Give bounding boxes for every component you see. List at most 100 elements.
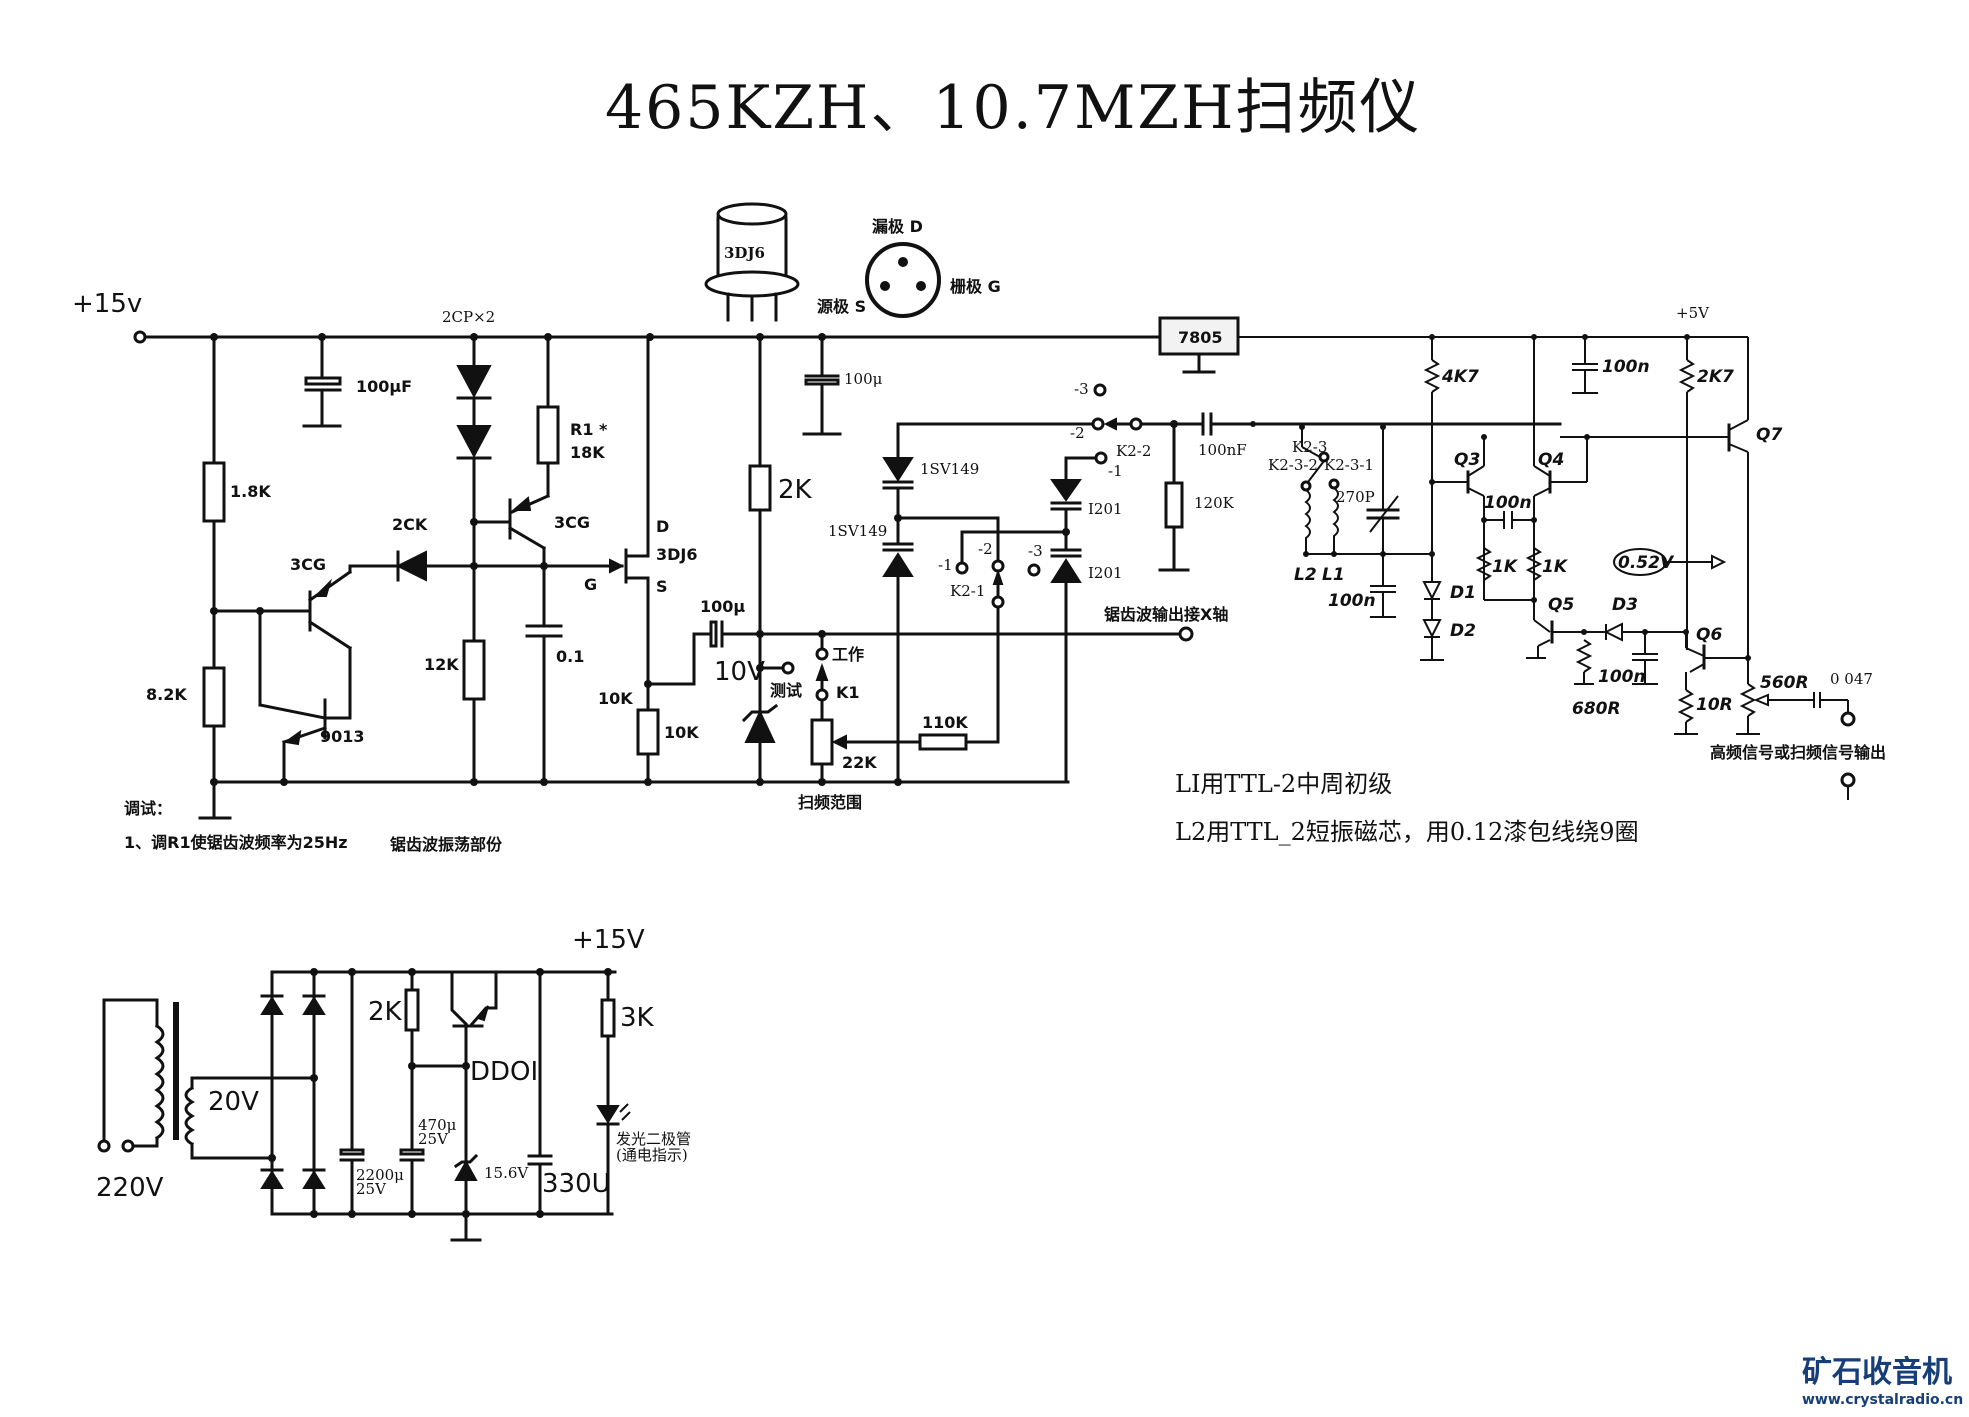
k2-1-p3-label: -3 (1028, 542, 1043, 560)
supply-label: +15v (72, 289, 142, 319)
supply-5v-label: +5V (1676, 304, 1710, 322)
q-3cg-a-label: 3CG (290, 555, 326, 574)
fet-part-label: 3DJ6 (656, 545, 698, 564)
fet-source-label: S (656, 577, 668, 596)
r-10k-label: 10K (664, 723, 699, 742)
cap-01-label: 0.1 (556, 647, 584, 666)
led-label: 发光二极管 (616, 1130, 691, 1148)
page-title: 465KZH、10.7MZH扫频仪 (605, 73, 1421, 143)
r-680-label: 680R (1572, 699, 1621, 719)
q4-label: Q4 (1538, 450, 1564, 470)
k2-3-pos2[interactable] (1300, 480, 1312, 492)
r-2k7-label: 2K7 (1697, 367, 1734, 387)
resistor-120k (1164, 481, 1184, 529)
l1-label: L1 (1322, 565, 1345, 585)
cap-330-label: 330U (542, 1169, 611, 1199)
fet-drain-label: D (656, 517, 669, 536)
test-label: 测试 (770, 681, 802, 700)
r-1k-b-label: 1K (1542, 557, 1569, 577)
resistor-r1 (536, 405, 560, 465)
led-note: (通电指示) (616, 1146, 688, 1164)
cap-100uf-label: 100μF (356, 377, 412, 396)
cap-470-label: 470μ (418, 1116, 457, 1134)
watermark-logo: 矿石收音机 www.crystalradio.cn (1802, 1355, 1963, 1408)
ps-transistor-label: DDOI (470, 1057, 538, 1087)
cap-100u-label: 100μ (700, 597, 745, 616)
r-1k8-label: 1.8K (230, 482, 271, 501)
k2-1-pos1[interactable] (955, 561, 969, 575)
resistor-ps-2k (404, 988, 420, 1032)
k2-2-pos2[interactable] (1091, 417, 1105, 431)
section-label: 锯齿波振荡部份 (390, 835, 503, 854)
r-120k-label: 120K (1194, 494, 1235, 512)
cap-0047-label: 0 047 (1830, 670, 1873, 688)
k1-work-terminal[interactable] (815, 647, 829, 661)
package-part-label: 3DJ6 (724, 244, 765, 262)
zener-15v6-label: 15.6V (484, 1164, 529, 1182)
k2-2-p2-label: -2 (1070, 424, 1085, 442)
k2-1-label: K2-1 (950, 582, 985, 600)
k2-3-pos1[interactable] (1328, 478, 1340, 490)
coil-l1 (1332, 487, 1339, 554)
r-1k-a-label: 1K (1492, 557, 1519, 577)
regulator-label: 7805 (1178, 328, 1223, 347)
resistor-1k8 (202, 461, 226, 523)
resistor-10k (636, 708, 660, 756)
mains-label: 220V (96, 1173, 164, 1203)
l2-label: L2 (1294, 565, 1317, 585)
k2-1-pos3[interactable] (1027, 563, 1041, 577)
cap-100n-lc-label: 100n (1328, 591, 1376, 611)
varactor-c-label: I201 (1088, 500, 1123, 518)
d1-label: D1 (1450, 583, 1476, 603)
d3-label: D3 (1612, 595, 1638, 615)
k2-2-pos1[interactable] (1094, 451, 1108, 465)
cap-100n-top-label: 100n (1602, 357, 1650, 377)
r-8k2-label: 8.2K (146, 685, 187, 704)
sawtooth-oscillator: +15v 2CP×2 100μF 1.8K 8.2K (72, 289, 1182, 854)
coil-note-1: LI用TTL-2中周初级 (1175, 770, 1392, 798)
cap-2200-voltage: 25V (356, 1180, 387, 1198)
pin-drain-label: 漏极 D (872, 217, 923, 236)
rf-ground-terminal[interactable] (1840, 772, 1856, 788)
fet-gate-label: G (584, 575, 597, 594)
pot-22k-label: 22K (842, 753, 877, 772)
r-110k-label: 110K (922, 713, 968, 732)
mains-terminal-a (97, 1139, 111, 1153)
rf-oscillator: 7805 +5V 4K7 100n 2K7 Q7 (1158, 304, 1886, 800)
x-axis-output-terminal[interactable] (1178, 626, 1194, 642)
q-3cg-b-label: 3CG (554, 513, 590, 532)
k2-3-2-label: K2-3-2 (1268, 456, 1318, 474)
r-10k-side-label: 10K (598, 689, 633, 708)
q5-label: Q5 (1548, 595, 1574, 615)
cap-100n-d3-label: 100n (1598, 667, 1646, 687)
k2-1-p1-label: -1 (938, 556, 953, 574)
transformer-secondary (184, 1085, 195, 1147)
k2-2-pos3[interactable] (1093, 383, 1107, 397)
secondary-label: 20V (208, 1087, 259, 1117)
resistor-ps-3k (600, 998, 616, 1038)
rf-output-terminal[interactable] (1840, 711, 1856, 727)
resistor-110k (918, 733, 968, 751)
rf-output-label: 高频信号或扫频信号输出 (1710, 743, 1886, 762)
varactor-d-label: I201 (1088, 564, 1123, 582)
ps-r-2k-label: 2K (368, 997, 403, 1027)
pin-source-label: 源极 S (817, 297, 866, 316)
varactor-a-label: 1SV149 (920, 460, 979, 478)
k2-1-common[interactable] (991, 595, 1005, 609)
fet-package-illustration: 3DJ6 漏极 D 栅极 G 源极 S (704, 202, 1001, 322)
debug-heading: 调试： (124, 799, 172, 818)
cap-270p-label: 270P (1336, 488, 1375, 506)
varactor-section: 100μ 1SV149 1SV149 -1 -2 -3 K2-1 (802, 335, 1562, 786)
q3-label: Q3 (1454, 450, 1480, 470)
resistor-2k (748, 464, 772, 512)
cap-100n-mid-label: 100n (1484, 493, 1532, 513)
watermark-name: 矿石收音机 (1802, 1355, 1952, 1390)
transformer-primary (154, 1023, 165, 1141)
voltage-readout: 0.52V (1618, 553, 1675, 573)
debug-note-1: 1、调R1使锯齿波频率为25Hz (124, 833, 348, 852)
test-terminal (781, 661, 795, 675)
k2-2-p3-label: -3 (1074, 380, 1089, 398)
watermark-url: www.crystalradio.cn (1802, 1392, 1963, 1408)
r-10r-label: 10R (1696, 695, 1733, 715)
